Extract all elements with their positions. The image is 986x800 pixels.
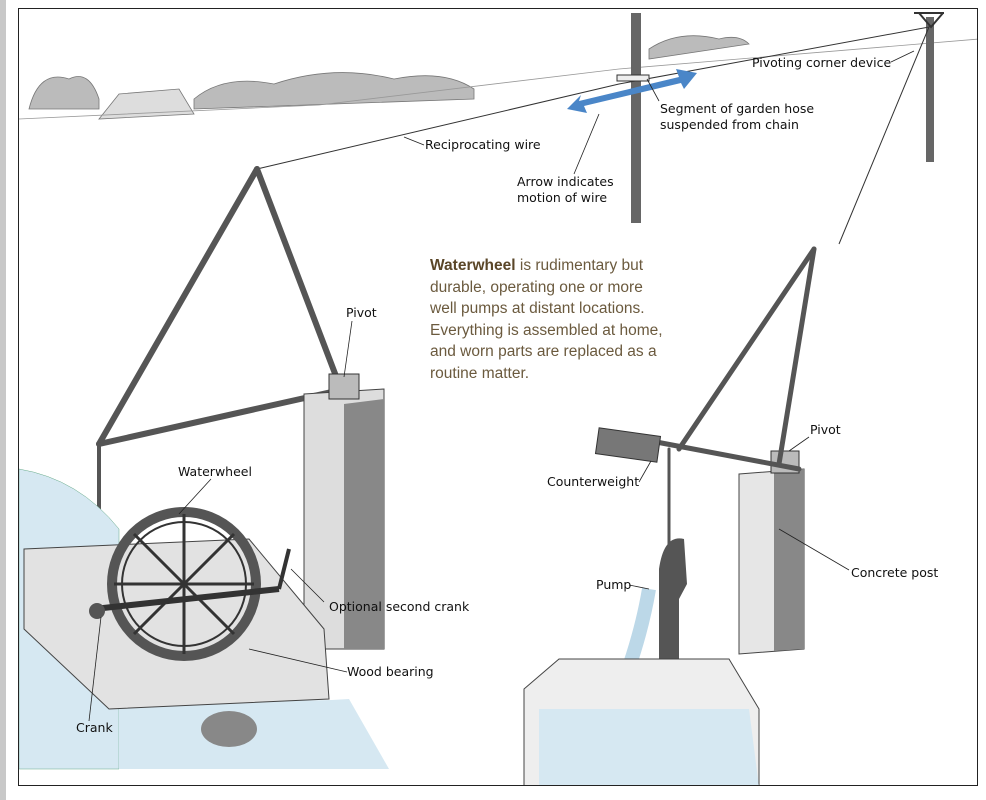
label-pivot-right: Pivot: [810, 422, 841, 437]
pole-middle: [631, 13, 641, 223]
right-concrete-post: [738, 450, 805, 655]
second-crank: [277, 548, 291, 590]
right-lever: [648, 246, 817, 691]
label-wood-bearing: Wood bearing: [347, 664, 434, 679]
leader-lines: [88, 50, 915, 722]
caption-body: is rudimentary but durable, operating on…: [430, 257, 663, 382]
left-concrete-post: [303, 373, 385, 650]
label-waterwheel: Waterwheel: [178, 464, 252, 479]
label-crank: Crank: [76, 720, 113, 735]
background-landscape: [19, 35, 977, 120]
pole-corner: [926, 17, 934, 162]
page: Waterwheel is rudimentary but durable, o…: [6, 0, 986, 800]
label-optional-second-crank: Optional second crank: [329, 599, 470, 614]
label-pump: Pump: [596, 577, 632, 592]
axle: [93, 586, 280, 612]
caption-title: Waterwheel: [430, 257, 516, 274]
counterweight: [594, 427, 662, 463]
label-arrow-line1: Arrow indicates: [517, 174, 614, 189]
illustration-frame: Waterwheel is rudimentary but durable, o…: [18, 8, 978, 786]
label-counterweight: Counterweight: [547, 474, 640, 489]
label-reciprocating-wire: Reciprocating wire: [425, 137, 541, 152]
trough-water: [539, 709, 759, 785]
garden-hose-segment: [616, 74, 650, 82]
label-arrow-line2: motion of wire: [517, 190, 608, 205]
waterwheel: [107, 507, 261, 661]
crank-hub: [89, 603, 105, 619]
corner-device: [914, 12, 944, 29]
label-pivoting-corner-device: Pivoting corner device: [752, 55, 892, 70]
label-pivot-left: Pivot: [346, 305, 377, 320]
label-garden-hose-line2: suspended from chain: [660, 117, 799, 132]
label-concrete-post: Concrete post: [851, 565, 939, 580]
caption: Waterwheel is rudimentary but durable, o…: [430, 255, 670, 384]
reciprocating-wire: [256, 26, 930, 245]
stream-water-lower: [119, 649, 389, 769]
rock: [201, 711, 257, 747]
label-garden-hose-line1: Segment of garden hose: [660, 101, 815, 116]
waterwheel-illustration: [19, 12, 977, 785]
motion-arrow-icon: [567, 69, 697, 113]
